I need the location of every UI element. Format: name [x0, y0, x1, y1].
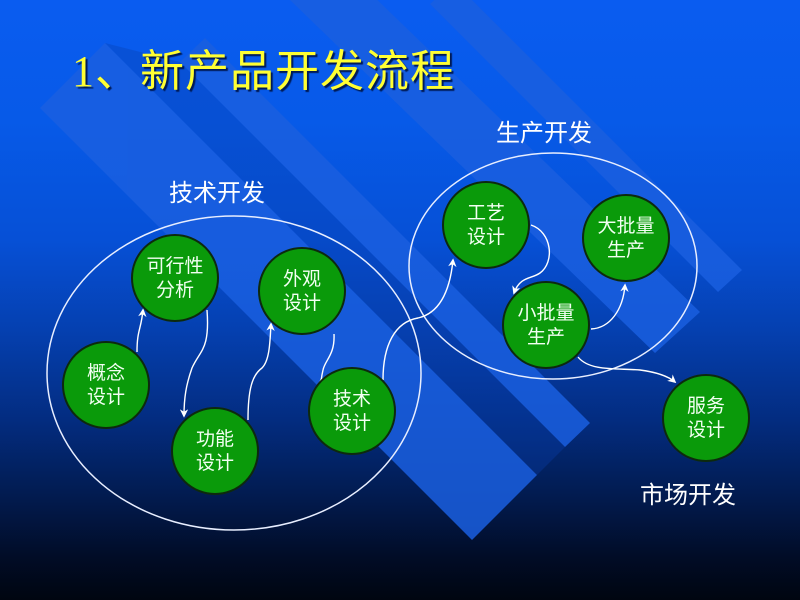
- node-label-line2: 分析: [155, 279, 194, 301]
- node-concept-design[interactable]: 概念 设计: [62, 341, 150, 429]
- node-function-design[interactable]: 功能 设计: [171, 407, 259, 495]
- node-appearance-design[interactable]: 外观 设计: [258, 247, 346, 335]
- node-label-line1: 概念: [86, 362, 125, 384]
- node-technical-design[interactable]: 技术 设计: [308, 367, 396, 455]
- node-feasibility-analysis[interactable]: 可行性 分析: [131, 234, 219, 322]
- production-development-boundary: [408, 152, 698, 380]
- node-service-design[interactable]: 服务 设计: [662, 374, 750, 462]
- node-label-line1: 小批量: [517, 302, 575, 324]
- group-label-tech-development: 技术开发: [169, 179, 265, 207]
- band-shadows: [105, 43, 565, 475]
- arrow-process-to-small-batch: [512, 224, 551, 295]
- arrow-function-to-appearance: [247, 322, 275, 421]
- node-mass-production[interactable]: 大批量 生产: [582, 194, 670, 282]
- node-label-line2: 设计: [332, 412, 371, 434]
- node-label-line1: 外观: [282, 268, 321, 290]
- node-label-line2: 生产: [606, 239, 645, 261]
- node-label-line1: 功能: [195, 428, 234, 450]
- node-label-line1: 可行性: [146, 255, 204, 277]
- node-label-line2: 设计: [686, 419, 725, 441]
- arrow-small-batch-to-service: [577, 356, 677, 384]
- node-small-batch-production[interactable]: 小批量 生产: [502, 281, 590, 369]
- arrow-feasibility-to-function: [179, 309, 209, 418]
- group-label-production-development: 生产开发: [496, 119, 592, 147]
- node-label-line2: 设计: [282, 292, 321, 314]
- node-process-design[interactable]: 工艺 设计: [442, 181, 530, 269]
- node-label-line1: 大批量: [597, 215, 655, 237]
- group-label-market-development: 市场开发: [640, 481, 736, 509]
- node-label-line2: 生产: [526, 326, 565, 348]
- node-label-line1: 服务: [686, 395, 725, 417]
- node-label-line2: 设计: [86, 386, 125, 408]
- band-b: [180, 38, 590, 447]
- node-label-line1: 技术: [332, 388, 371, 410]
- node-label-line2: 设计: [195, 452, 234, 474]
- tech-development-boundary: [46, 215, 422, 531]
- arrow-technical-to-process: [382, 258, 457, 381]
- node-label-line2: 设计: [466, 226, 505, 248]
- arrow-concept-to-feasibility: [136, 308, 147, 353]
- arrow-small-batch-to-mass: [590, 283, 629, 330]
- flow-connectors: [136, 224, 677, 421]
- slide-title: 1、新产品开发流程: [72, 47, 455, 96]
- node-label-line1: 工艺: [466, 202, 505, 224]
